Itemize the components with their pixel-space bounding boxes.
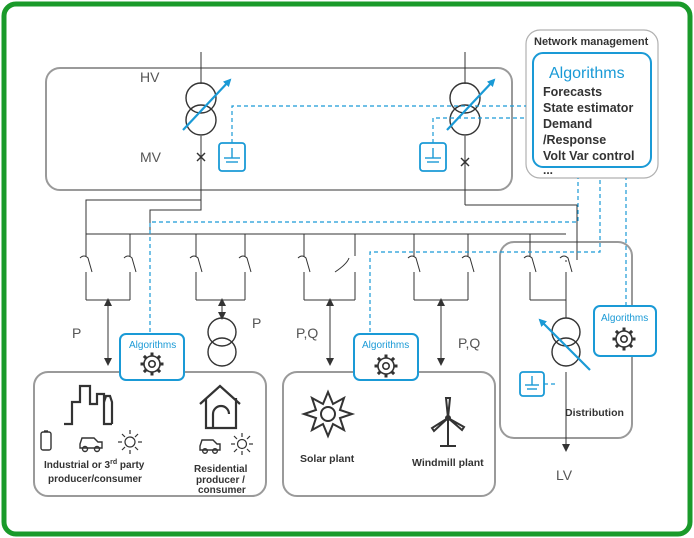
feeder-lines: [85, 52, 578, 260]
battery-icon: [40, 430, 52, 451]
residential-label-line2: producer /: [196, 475, 245, 486]
mv-label: MV: [140, 149, 162, 165]
industrial-label-end: party: [117, 460, 145, 471]
industrial-label: Industrial or 3rd party: [44, 459, 145, 471]
algorithms-badge-label: Algorithms: [129, 340, 176, 351]
tap-changer-arrow: [446, 78, 496, 131]
hv-label: HV: [140, 69, 160, 85]
pq-label-right: P,Q: [458, 335, 480, 351]
tap-changer-arrow: [182, 78, 232, 131]
network-algorithms-title: Algorithms: [549, 65, 625, 82]
meter-icon: [519, 371, 545, 397]
algorithms-badge-mid: Algorithms: [353, 333, 419, 381]
lv-label: LV: [556, 467, 573, 483]
distribution-label: Distribution: [565, 407, 624, 419]
tap-changer-arrow: [538, 318, 591, 371]
p-label-left: P: [72, 325, 81, 341]
residential-label-line1: Residential: [194, 464, 248, 475]
industrial-label-text: Industrial or 3: [44, 460, 111, 471]
transformer-icon: [185, 82, 217, 136]
car-icon: [199, 439, 221, 455]
substation-panel: [45, 67, 513, 191]
network-item: Forecasts: [543, 85, 602, 99]
industrial-label-sup: rd: [110, 459, 117, 466]
network-item: Volt Var control: [543, 149, 634, 163]
algorithms-badge-label: Algorithms: [362, 340, 409, 351]
p-label-mid: P: [252, 315, 261, 331]
sun-icon: [231, 433, 253, 455]
house-icon: [199, 384, 241, 430]
network-item: /Response: [543, 133, 606, 147]
network-item: State estimator: [543, 101, 633, 115]
residential-label-line3: consumer: [198, 485, 246, 496]
windmill-plant-label: Windmill plant: [412, 457, 484, 469]
car-icon: [79, 437, 103, 453]
transformer-icon: [207, 317, 237, 367]
network-algorithms-box: [532, 52, 652, 168]
factory-icon: [64, 384, 114, 426]
sun-icon: [118, 430, 142, 454]
wind-turbine-icon: [430, 397, 466, 447]
network-item: ...: [543, 163, 553, 177]
transformer-icon: [449, 82, 481, 136]
algorithms-badge-right: Algorithms: [593, 305, 657, 357]
breaker-icon: [196, 152, 470, 167]
industrial-label-line2: producer/consumer: [48, 474, 142, 485]
communication-links: [149, 105, 627, 385]
meter-icon: [218, 142, 246, 172]
algorithms-badge-label: Algorithms: [601, 313, 648, 324]
meter-icon: [419, 142, 447, 172]
network-item: Demand: [543, 117, 592, 131]
pq-label-left: P,Q: [296, 325, 318, 341]
power-flow-arrows: [104, 298, 570, 452]
switch-bays: [79, 234, 573, 300]
sun-icon: [300, 389, 356, 439]
algorithms-badge-left: Algorithms: [119, 333, 185, 381]
solar-plant-label: Solar plant: [300, 453, 355, 465]
network-management-title: Network management: [534, 36, 649, 48]
